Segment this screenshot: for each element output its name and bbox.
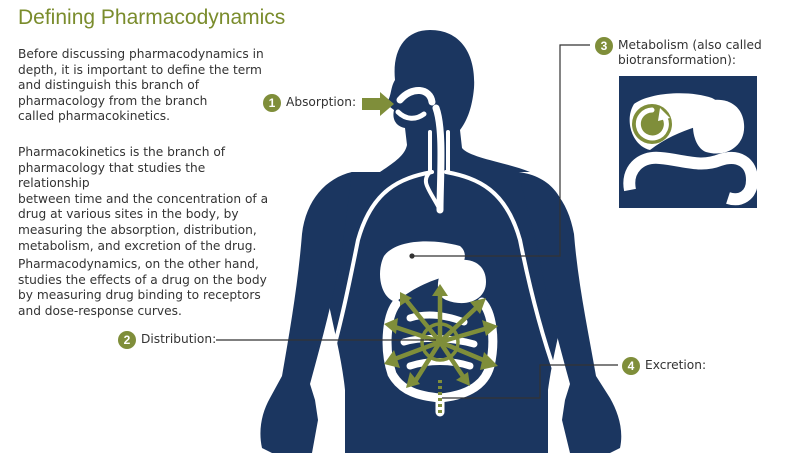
stomach [437,259,486,304]
inset-colon [623,151,759,206]
pharmacokinetics-paragraph: Pharmacokinetics is the branch of pharma… [18,145,269,253]
head-and-neck [380,30,530,172]
step-number-badge: 3 [595,37,613,55]
metabolism-leader [412,44,590,257]
absorption-callout: 1 Absorption: [263,94,356,112]
airway [395,87,445,214]
callout-leader-lines [216,44,618,399]
pharmacodynamics-paragraph: Pharmacodynamics, on the other hand, stu… [18,257,267,318]
vessel-left-arm [324,170,434,377]
vessel-right-arm [444,170,558,377]
metabolism-label: Metabolism (also called biotransformatio… [618,38,762,67]
left-arm [260,172,352,453]
excretion-label: Excretion: [645,358,707,372]
step-number-badge: 1 [263,94,281,112]
distribution-callout: 2 Distribution: [118,331,216,349]
excretion-leader [442,364,618,399]
intro-paragraph: Before discussing pharmacodynamics in de… [18,47,264,124]
nasal-passage [396,87,436,106]
right-arm [518,172,622,453]
inset-stomach [692,99,745,154]
aortic-arch [423,170,442,212]
metabolism-callout: 3 Metabolism (also called biotransformat… [595,37,762,68]
absorption-arrow-icon [362,92,394,116]
page-title: Defining Pharmacodynamics [18,6,286,29]
torso [326,172,568,453]
distribution-label: Distribution: [141,332,217,346]
excretion-callout: 4 Excretion: [622,357,706,375]
distribution-arrows-icon [384,284,498,388]
esophagus [432,104,445,214]
refresh-cycle-icon [632,104,672,144]
blood-vessels [324,130,558,377]
step-number-badge: 2 [118,331,136,349]
step-number-badge: 4 [622,357,640,375]
mouth [395,109,427,121]
body-silhouette [260,30,622,453]
metabolism-inset [619,76,759,208]
absorption-label: Absorption: [286,95,357,109]
